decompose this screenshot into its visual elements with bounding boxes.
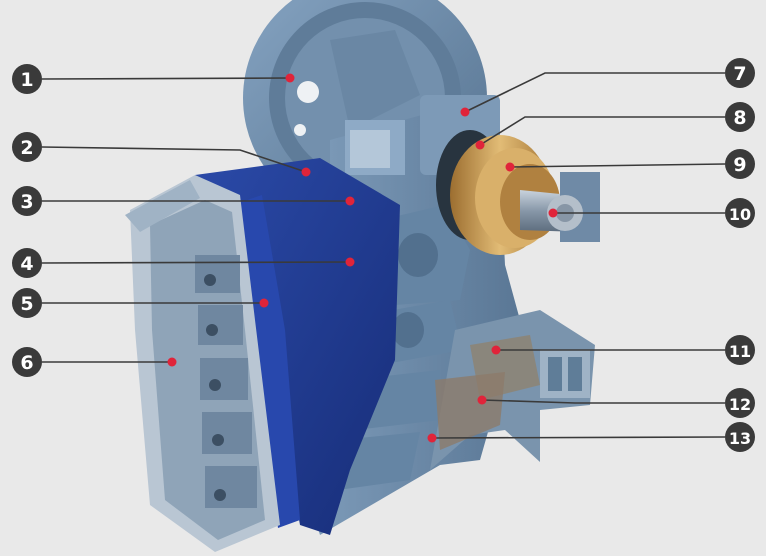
leader-line-1: [41, 77, 291, 80]
leader-line-2: [41, 146, 307, 173]
svg-text:11: 11: [729, 342, 751, 361]
leader-line-7: [464, 72, 725, 113]
fixed-jaw-plate: [125, 175, 280, 552]
marker-dot-10: [548, 208, 558, 218]
callout-badge-5: 5: [12, 288, 42, 318]
marker-dot-8: [475, 140, 485, 150]
leader-line-13: [431, 436, 726, 439]
callout-badge-6: 6: [12, 347, 42, 377]
callout-badge-12: 12: [725, 388, 755, 418]
svg-text:3: 3: [20, 191, 33, 213]
leader-line-9: [509, 163, 726, 168]
callout-badge-2: 2: [12, 132, 42, 162]
marker-dot-5: [259, 298, 269, 308]
callout-badge-3: 3: [12, 186, 42, 216]
leader-line-8: [479, 116, 725, 146]
callout-badge-7: 7: [725, 58, 755, 88]
svg-text:8: 8: [733, 107, 746, 129]
svg-text:4: 4: [20, 253, 33, 275]
callout-badge-4: 4: [12, 248, 42, 278]
svg-text:9: 9: [733, 154, 746, 176]
marker-dots: [167, 73, 558, 443]
leader-lines: [41, 72, 726, 439]
marker-dot-7: [460, 107, 470, 117]
callout-badge-8: 8: [725, 102, 755, 132]
marker-dot-3: [345, 196, 355, 206]
marker-dot-13: [427, 433, 437, 443]
marker-dot-6: [167, 357, 177, 367]
svg-text:2: 2: [20, 137, 33, 159]
svg-text:13: 13: [729, 429, 751, 448]
leader-line-12: [481, 399, 725, 404]
marker-dot-1: [285, 73, 295, 83]
svg-text:10: 10: [729, 205, 751, 224]
callout-badge-9: 9: [725, 149, 755, 179]
svg-text:1: 1: [20, 69, 33, 91]
callout-badge-10: 10: [725, 198, 755, 228]
marker-dot-11: [491, 345, 501, 355]
callout-badge-13: 13: [725, 422, 755, 452]
leader-line-4: [41, 261, 351, 264]
svg-text:12: 12: [729, 395, 751, 414]
svg-text:7: 7: [733, 63, 746, 85]
marker-dot-12: [477, 395, 487, 405]
callout-badge-11: 11: [725, 335, 755, 365]
svg-text:5: 5: [20, 293, 33, 315]
marker-dot-2: [301, 167, 311, 177]
callout-badge-1: 1: [12, 64, 42, 94]
marker-dot-9: [505, 162, 515, 172]
rear-support: [430, 310, 595, 470]
marker-dot-4: [345, 257, 355, 267]
svg-text:6: 6: [20, 352, 33, 374]
callout-badges: 1 2 3 4 5 6 7 8 9 10 11 12 13: [12, 58, 755, 452]
